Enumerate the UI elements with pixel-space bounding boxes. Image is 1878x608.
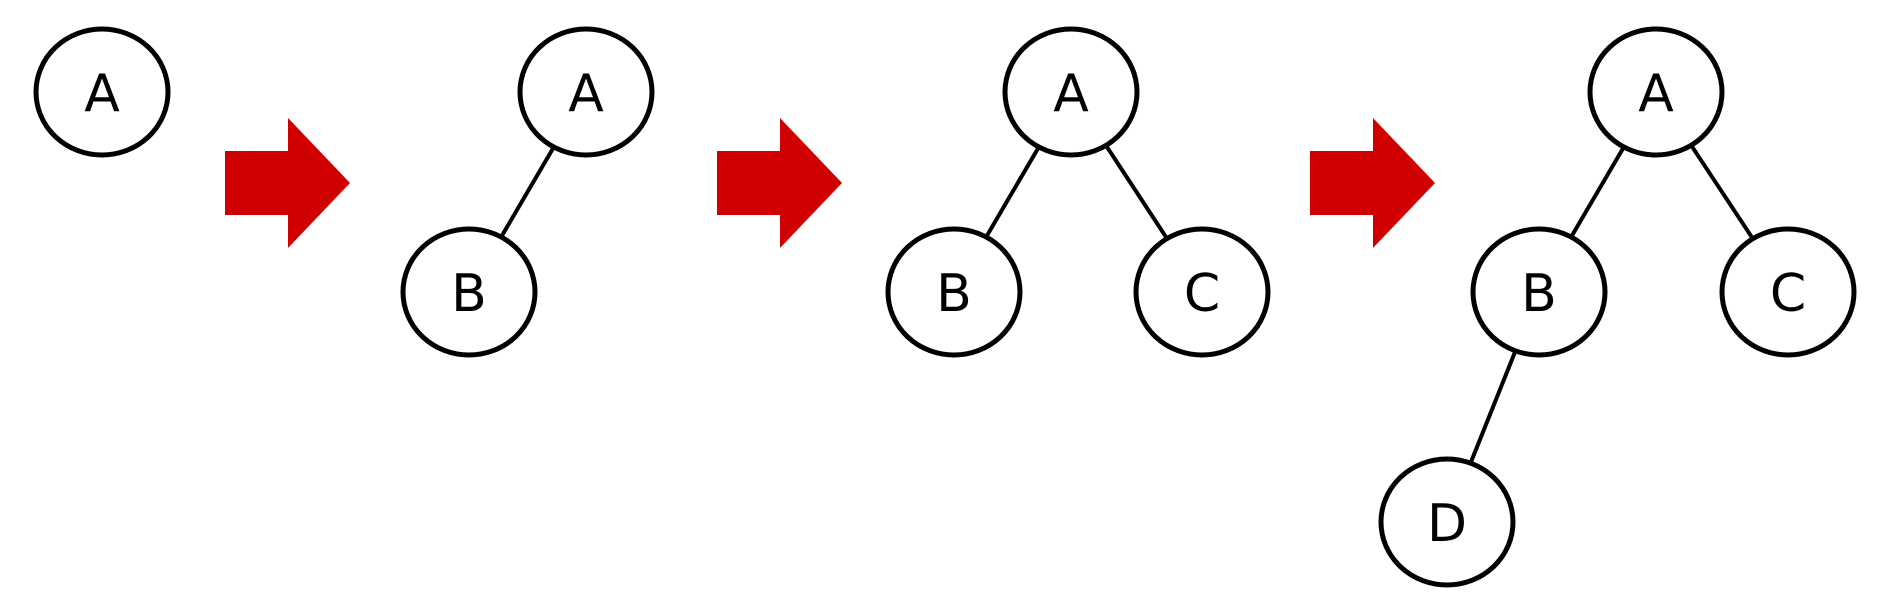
tree-stage-1: A	[33, 26, 171, 158]
node-label: A	[1638, 64, 1674, 124]
edge-a-b	[1569, 145, 1626, 239]
tree-node-b: B	[1470, 226, 1608, 358]
node-circle	[1378, 456, 1516, 588]
tree-node-b: B	[885, 226, 1023, 358]
node-circle	[400, 226, 538, 358]
node-label: B	[936, 264, 972, 324]
node-label: A	[1053, 64, 1089, 124]
node-label: C	[1184, 264, 1220, 324]
tree-node-a: A	[33, 26, 171, 158]
edge-a-c	[1689, 144, 1755, 240]
node-circle	[1133, 226, 1271, 358]
tree-node-b: B	[400, 226, 538, 358]
node-label: D	[1427, 494, 1467, 554]
tree-stage-4: A B C D	[1378, 26, 1857, 588]
tree-stage-3: A B C	[885, 26, 1271, 358]
tree-node-d: D	[1378, 456, 1516, 588]
node-label: A	[84, 64, 120, 124]
edge-a-c	[1104, 144, 1169, 240]
right-arrow-icon	[717, 118, 842, 248]
right-arrow-icon	[1310, 118, 1435, 248]
edge-b-d	[1468, 350, 1518, 464]
node-circle	[1002, 26, 1140, 158]
node-circle	[33, 26, 171, 158]
tree-node-a: A	[1002, 26, 1140, 158]
node-label: C	[1770, 264, 1806, 324]
node-circle	[1587, 26, 1725, 158]
edge-a-b	[984, 145, 1041, 239]
tree-node-a: A	[517, 26, 655, 158]
node-circle	[885, 226, 1023, 358]
tree-stage-2: AB	[400, 26, 655, 358]
node-circle	[1719, 226, 1857, 358]
tree-node-c: C	[1133, 226, 1271, 358]
edge-a-b	[499, 145, 556, 239]
tree-node-c: C	[1719, 226, 1857, 358]
node-label: A	[568, 64, 604, 124]
right-arrow-icon	[225, 118, 350, 248]
node-label: B	[451, 264, 487, 324]
tree-node-a: A	[1587, 26, 1725, 158]
node-label: B	[1521, 264, 1557, 324]
node-circle	[517, 26, 655, 158]
node-circle	[1470, 226, 1608, 358]
